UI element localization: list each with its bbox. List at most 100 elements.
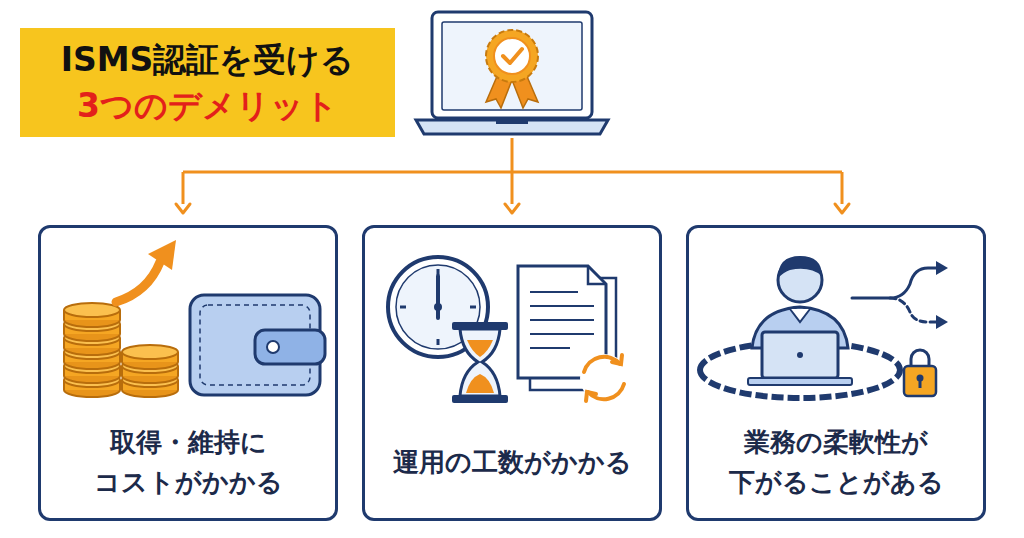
card-label: 取得・維持に コストがかかる (68, 422, 308, 502)
lock-icon (911, 350, 929, 368)
document-icon (588, 266, 606, 284)
laptop-icon (416, 12, 608, 134)
chain-front (700, 370, 900, 398)
card-label-area: 業務の柔軟性が 下がることがある (699, 414, 973, 510)
document-icon (518, 266, 606, 378)
title-box: ISMS認証を受ける3つのデメリット (20, 28, 395, 137)
branch-arrows (182, 172, 185, 204)
disadvantage-card: 運用の工数がかかる (362, 225, 662, 521)
card-label-area: 運用の工数がかかる (375, 414, 649, 510)
wallet-icon (255, 330, 325, 364)
lock-icon (904, 366, 936, 396)
wallet-icon (190, 295, 320, 395)
coin-stack (122, 373, 178, 397)
document-icon (530, 333, 594, 335)
card-label: 運用の工数がかかる (392, 442, 632, 482)
coin-stack (64, 303, 178, 397)
title-text: 3つのデメリット (77, 83, 338, 129)
clock-icon (434, 303, 442, 311)
wallet-icon (190, 295, 325, 395)
clock-icon (470, 306, 476, 309)
lock-icon (919, 379, 922, 388)
badge-icon (486, 30, 538, 82)
laptop-small (797, 352, 803, 358)
document-icon (530, 278, 616, 390)
card-label: 業務の柔軟性が 下がることがある (716, 422, 956, 502)
fork-arrows (852, 268, 938, 322)
arrow-heads (176, 204, 190, 213)
arrow-heads (505, 204, 519, 213)
fork-arrow-heads (936, 315, 948, 329)
refresh-icon (612, 355, 622, 364)
refresh-icon (586, 392, 596, 401)
coin-stack (64, 373, 120, 397)
hourglass-icon (452, 322, 508, 330)
document-icon (530, 347, 570, 349)
clock-icon (437, 269, 440, 275)
document-icon (530, 291, 578, 293)
hourglass-icon (466, 374, 494, 393)
card-label-area: 取得・維持に コストがかかる (51, 414, 325, 510)
branch-arrows (511, 138, 514, 172)
coin-stack (64, 359, 120, 383)
arrow-heads (835, 204, 849, 213)
badge-icon (486, 74, 512, 108)
refresh-icon (580, 354, 628, 402)
hourglass-icon (460, 329, 500, 396)
wallet-icon (267, 341, 279, 353)
person-icon (752, 307, 848, 348)
laptop-small (748, 378, 852, 385)
document-icon (530, 305, 594, 307)
rising-arrow (116, 240, 176, 302)
laptop-icon (496, 120, 528, 124)
refresh-icon (584, 357, 620, 372)
coin-stack (122, 345, 178, 369)
document-icon (518, 266, 616, 390)
person-icon (790, 309, 810, 322)
coin-stack (64, 331, 120, 355)
badge-icon (503, 49, 522, 63)
arrow-heads (176, 204, 849, 213)
fork-arrows (890, 298, 938, 322)
disadvantage-card: 業務の柔軟性が 下がることがある (686, 225, 986, 521)
person-icon (778, 258, 822, 302)
clock-icon (436, 276, 440, 307)
badge-icon (486, 30, 538, 108)
wallet-icon (200, 305, 310, 385)
person-icon (752, 256, 848, 348)
badge-icon (494, 38, 530, 74)
laptop-icon (416, 120, 608, 134)
branch-arrows (183, 138, 842, 204)
coin-stack (122, 359, 178, 383)
person-icon (778, 256, 822, 278)
chain-front (700, 370, 900, 398)
clock-icon (396, 265, 480, 349)
rising-arrow (116, 262, 160, 302)
clock-icon (437, 339, 440, 345)
refresh-icon (588, 384, 624, 399)
coin-stack (64, 317, 120, 341)
coin-stack (64, 345, 120, 369)
laptop-icon (432, 12, 592, 118)
coin-stack (64, 303, 120, 327)
hourglass-icon (452, 395, 508, 403)
chain-back (700, 342, 900, 370)
title-text: ISMS認証を受ける (61, 37, 355, 83)
lock-icon (917, 375, 924, 382)
branch-arrows (183, 171, 842, 174)
document-icon (530, 319, 594, 321)
clock-icon (388, 257, 488, 357)
fork-arrows (852, 268, 938, 298)
clock-icon (400, 306, 406, 309)
laptop-small (762, 332, 838, 378)
lock-icon (904, 350, 936, 396)
clock-icon (436, 307, 440, 318)
laptop-icon (442, 22, 582, 110)
chain-back (700, 342, 900, 370)
refresh-icon (580, 354, 628, 402)
laptop-small (748, 332, 852, 385)
hourglass-icon (467, 340, 493, 357)
disadvantage-card: 取得・維持に コストがかかる (38, 225, 338, 521)
